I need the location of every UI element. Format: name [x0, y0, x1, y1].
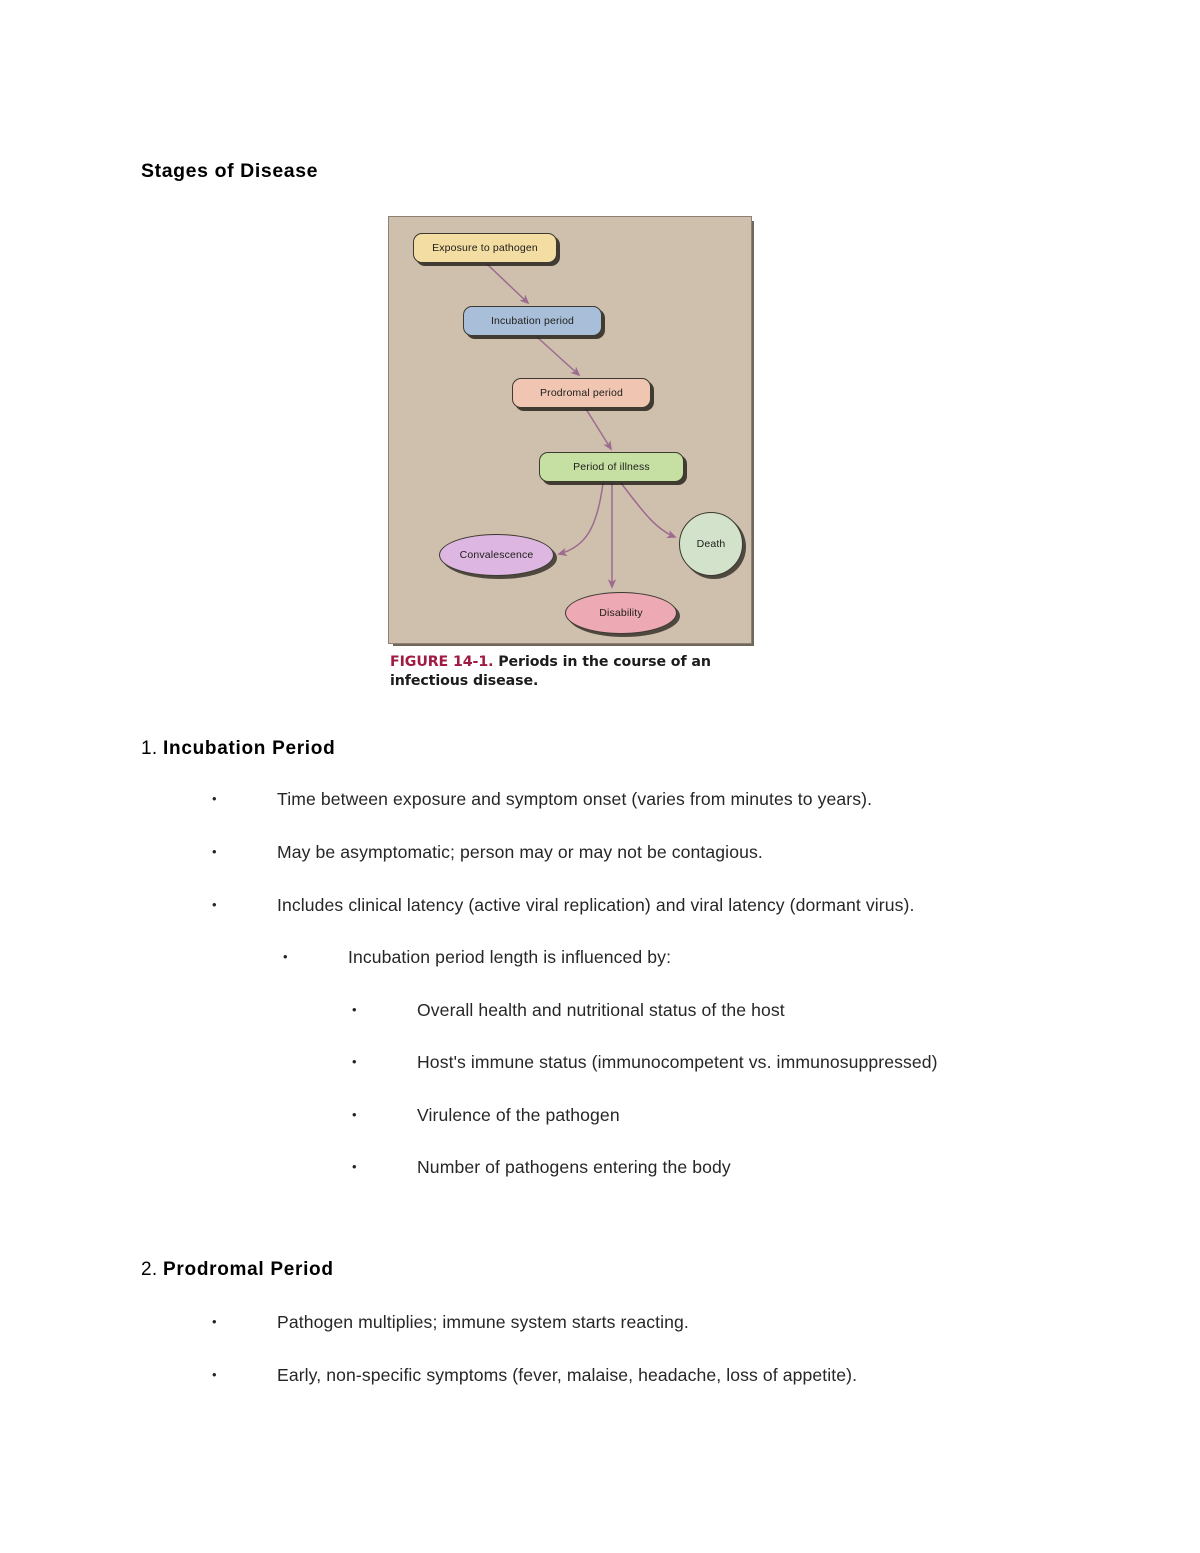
node-period-of-illness: Period of illness — [539, 452, 684, 482]
node-incubation-period: Incubation period — [463, 306, 602, 336]
list-item: • Pathogen multiplies; immune system sta… — [212, 1312, 689, 1332]
list-item: • Time between exposure and symptom onse… — [212, 789, 873, 809]
list-item: • Virulence of the pathogen — [352, 1105, 620, 1125]
bullet-glyph: • — [283, 949, 288, 964]
node-convalescence: Convalescence — [439, 534, 554, 576]
figure-caption-text: Periods in the course of an infectious d… — [390, 654, 711, 689]
list-item: • Overall health and nutritional status … — [352, 1000, 785, 1020]
node-label: Prodromal period — [540, 387, 623, 399]
section-title: Prodromal Period — [163, 1259, 334, 1280]
node-prodromal-period: Prodromal period — [512, 378, 651, 408]
list-item-text: Virulence of the pathogen — [417, 1105, 620, 1125]
figure-14-1: Exposure to pathogen Incubation period P… — [388, 216, 766, 691]
list-item-text: Incubation period length is influenced b… — [348, 947, 672, 967]
list-item: • Early, non-specific symptoms (fever, m… — [212, 1365, 858, 1385]
page-title: Stages of Disease — [141, 160, 319, 182]
node-disability: Disability — [565, 592, 677, 634]
list-item-text: Overall health and nutritional status of… — [417, 1000, 785, 1020]
node-death: Death — [679, 512, 743, 576]
bullet-glyph: • — [352, 1107, 357, 1122]
section-title: Incubation Period — [163, 738, 336, 759]
node-label: Exposure to pathogen — [432, 242, 538, 254]
section-number: 1. — [141, 738, 158, 759]
section-number: 2. — [141, 1259, 158, 1280]
bullet-glyph: • — [352, 1054, 357, 1069]
node-label: Incubation period — [490, 315, 575, 327]
node-label: Disability — [599, 607, 643, 619]
node-exposure-to-pathogen: Exposure to pathogen — [413, 233, 557, 263]
list-item: • May be asymptomatic; person may or may… — [212, 842, 763, 862]
list-item-text: Number of pathogens entering the body — [417, 1157, 731, 1177]
bullet-glyph: • — [212, 1314, 217, 1329]
list-item: • Number of pathogens entering the body — [352, 1157, 731, 1177]
bullet-glyph: • — [212, 844, 217, 859]
node-label: Death — [696, 538, 726, 550]
list-item-text: Pathogen multiplies; immune system start… — [277, 1312, 689, 1332]
figure-arrows — [486, 263, 677, 589]
bullet-glyph: • — [212, 1367, 217, 1382]
node-label: Convalescence — [459, 549, 534, 561]
list-item-text: Host's immune status (immunocompetent vs… — [417, 1052, 938, 1072]
figure-diagram-panel: Exposure to pathogen Incubation period P… — [388, 216, 754, 646]
section-heading-prodromal-period: 2. Prodromal Period — [141, 1259, 334, 1281]
node-label: Period of illness — [573, 461, 650, 473]
list-item: • Host's immune status (immunocompetent … — [352, 1052, 938, 1072]
list-item-text: Time between exposure and symptom onset … — [277, 789, 873, 809]
figure-caption-label: FIGURE 14-1. — [390, 654, 494, 670]
list-item: • Includes clinical latency (active vira… — [212, 895, 915, 915]
list-item-text: Includes clinical latency (active viral … — [277, 895, 915, 915]
list-item-text: Early, non-specific symptoms (fever, mal… — [277, 1365, 858, 1385]
bullet-glyph: • — [212, 791, 217, 806]
bullet-glyph: • — [212, 897, 217, 912]
figure-caption: FIGURE 14-1. Periods in the course of an… — [390, 653, 766, 691]
list-item-text: May be asymptomatic; person may or may n… — [277, 842, 763, 862]
list-item: • Incubation period length is influenced… — [283, 947, 672, 967]
bullet-glyph: • — [352, 1159, 357, 1174]
bullet-glyph: • — [352, 1002, 357, 1017]
section-heading-incubation-period: 1. Incubation Period — [141, 738, 335, 760]
